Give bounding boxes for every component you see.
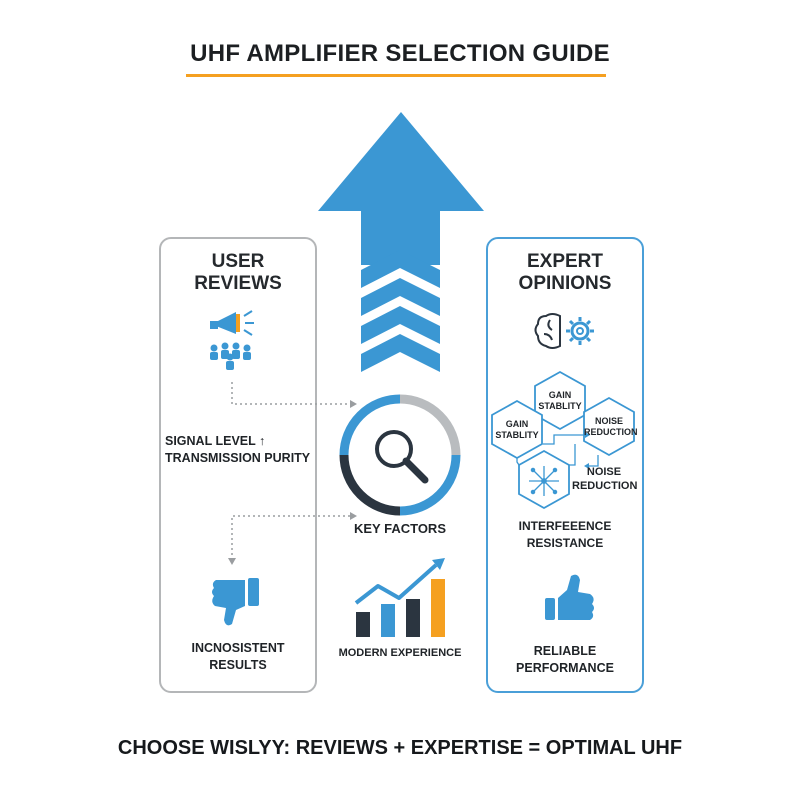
user-reviews-panel: USER REVIEWS (159, 237, 317, 693)
user-reviews-heading-line2: REVIEWS (194, 273, 282, 294)
hex-left-line2: STABLITY (495, 430, 539, 440)
hex-top-label: GAIN STABLITY (535, 390, 585, 412)
noise-reduction-line1: NOISE (586, 466, 622, 478)
expert-opinions-heading-line2: OPINIONS (518, 273, 612, 294)
hex-top-line1: GAIN (548, 390, 572, 400)
reliable-performance-line1: RELIABLE (533, 644, 597, 658)
noise-reduction-label: NOISE REDUCTION (572, 465, 638, 493)
key-factors-label: KEY FACTORS (354, 521, 446, 536)
inconsistent-results-line2: RESULTS (209, 658, 267, 672)
footer-tagline: CHOOSE WISLYY: REVIEWS + EXPERTISE = OPT… (117, 737, 683, 759)
inconsistent-results-line1: INCNOSISTENT (191, 641, 285, 655)
page-title: UHF AMPLIFIER SELECTION GUIDE (190, 40, 610, 67)
hex-top-line2: STABLITY (538, 401, 582, 411)
signal-level-label: SIGNAL LEVEL ↑ TRANSMISSION PURITY (165, 433, 310, 467)
modern-experience-label: MODERN EXPERIENCE (338, 647, 462, 659)
hex-right-label: NOISE REDUCTION (584, 416, 638, 438)
hex-left-label: GAIN STABLITY (492, 419, 542, 441)
reliable-performance-line2: PERFORMANCE (516, 661, 614, 675)
signal-level-line2: TRANSMISSION PURITY (165, 451, 311, 465)
expert-opinions-heading-line1: EXPERT (526, 251, 604, 272)
hex-right-line2: REDUCTION (584, 427, 638, 437)
user-reviews-heading-line1: USER (211, 251, 265, 272)
hex-left-line1: GAIN (505, 419, 529, 429)
noise-reduction-line2: REDUCTION (572, 480, 638, 492)
user-reviews-heading: USER REVIEWS (161, 251, 315, 295)
title-underline (186, 74, 606, 77)
expert-opinions-heading: EXPERT OPINIONS (488, 251, 642, 295)
signal-level-line1: SIGNAL LEVEL ↑ (165, 434, 266, 448)
interference-resistance-label: INTERFEEENCE RESISTANCE (488, 518, 642, 552)
reliable-performance-label: RELIABLE PERFORMANCE (488, 643, 642, 677)
interference-line2: RESISTANCE (526, 536, 604, 550)
inconsistent-results-label: INCNOSISTENT RESULTS (161, 640, 315, 674)
hex-right-line1: NOISE (594, 416, 623, 426)
interference-line1: INTERFEEENCE (518, 519, 612, 533)
